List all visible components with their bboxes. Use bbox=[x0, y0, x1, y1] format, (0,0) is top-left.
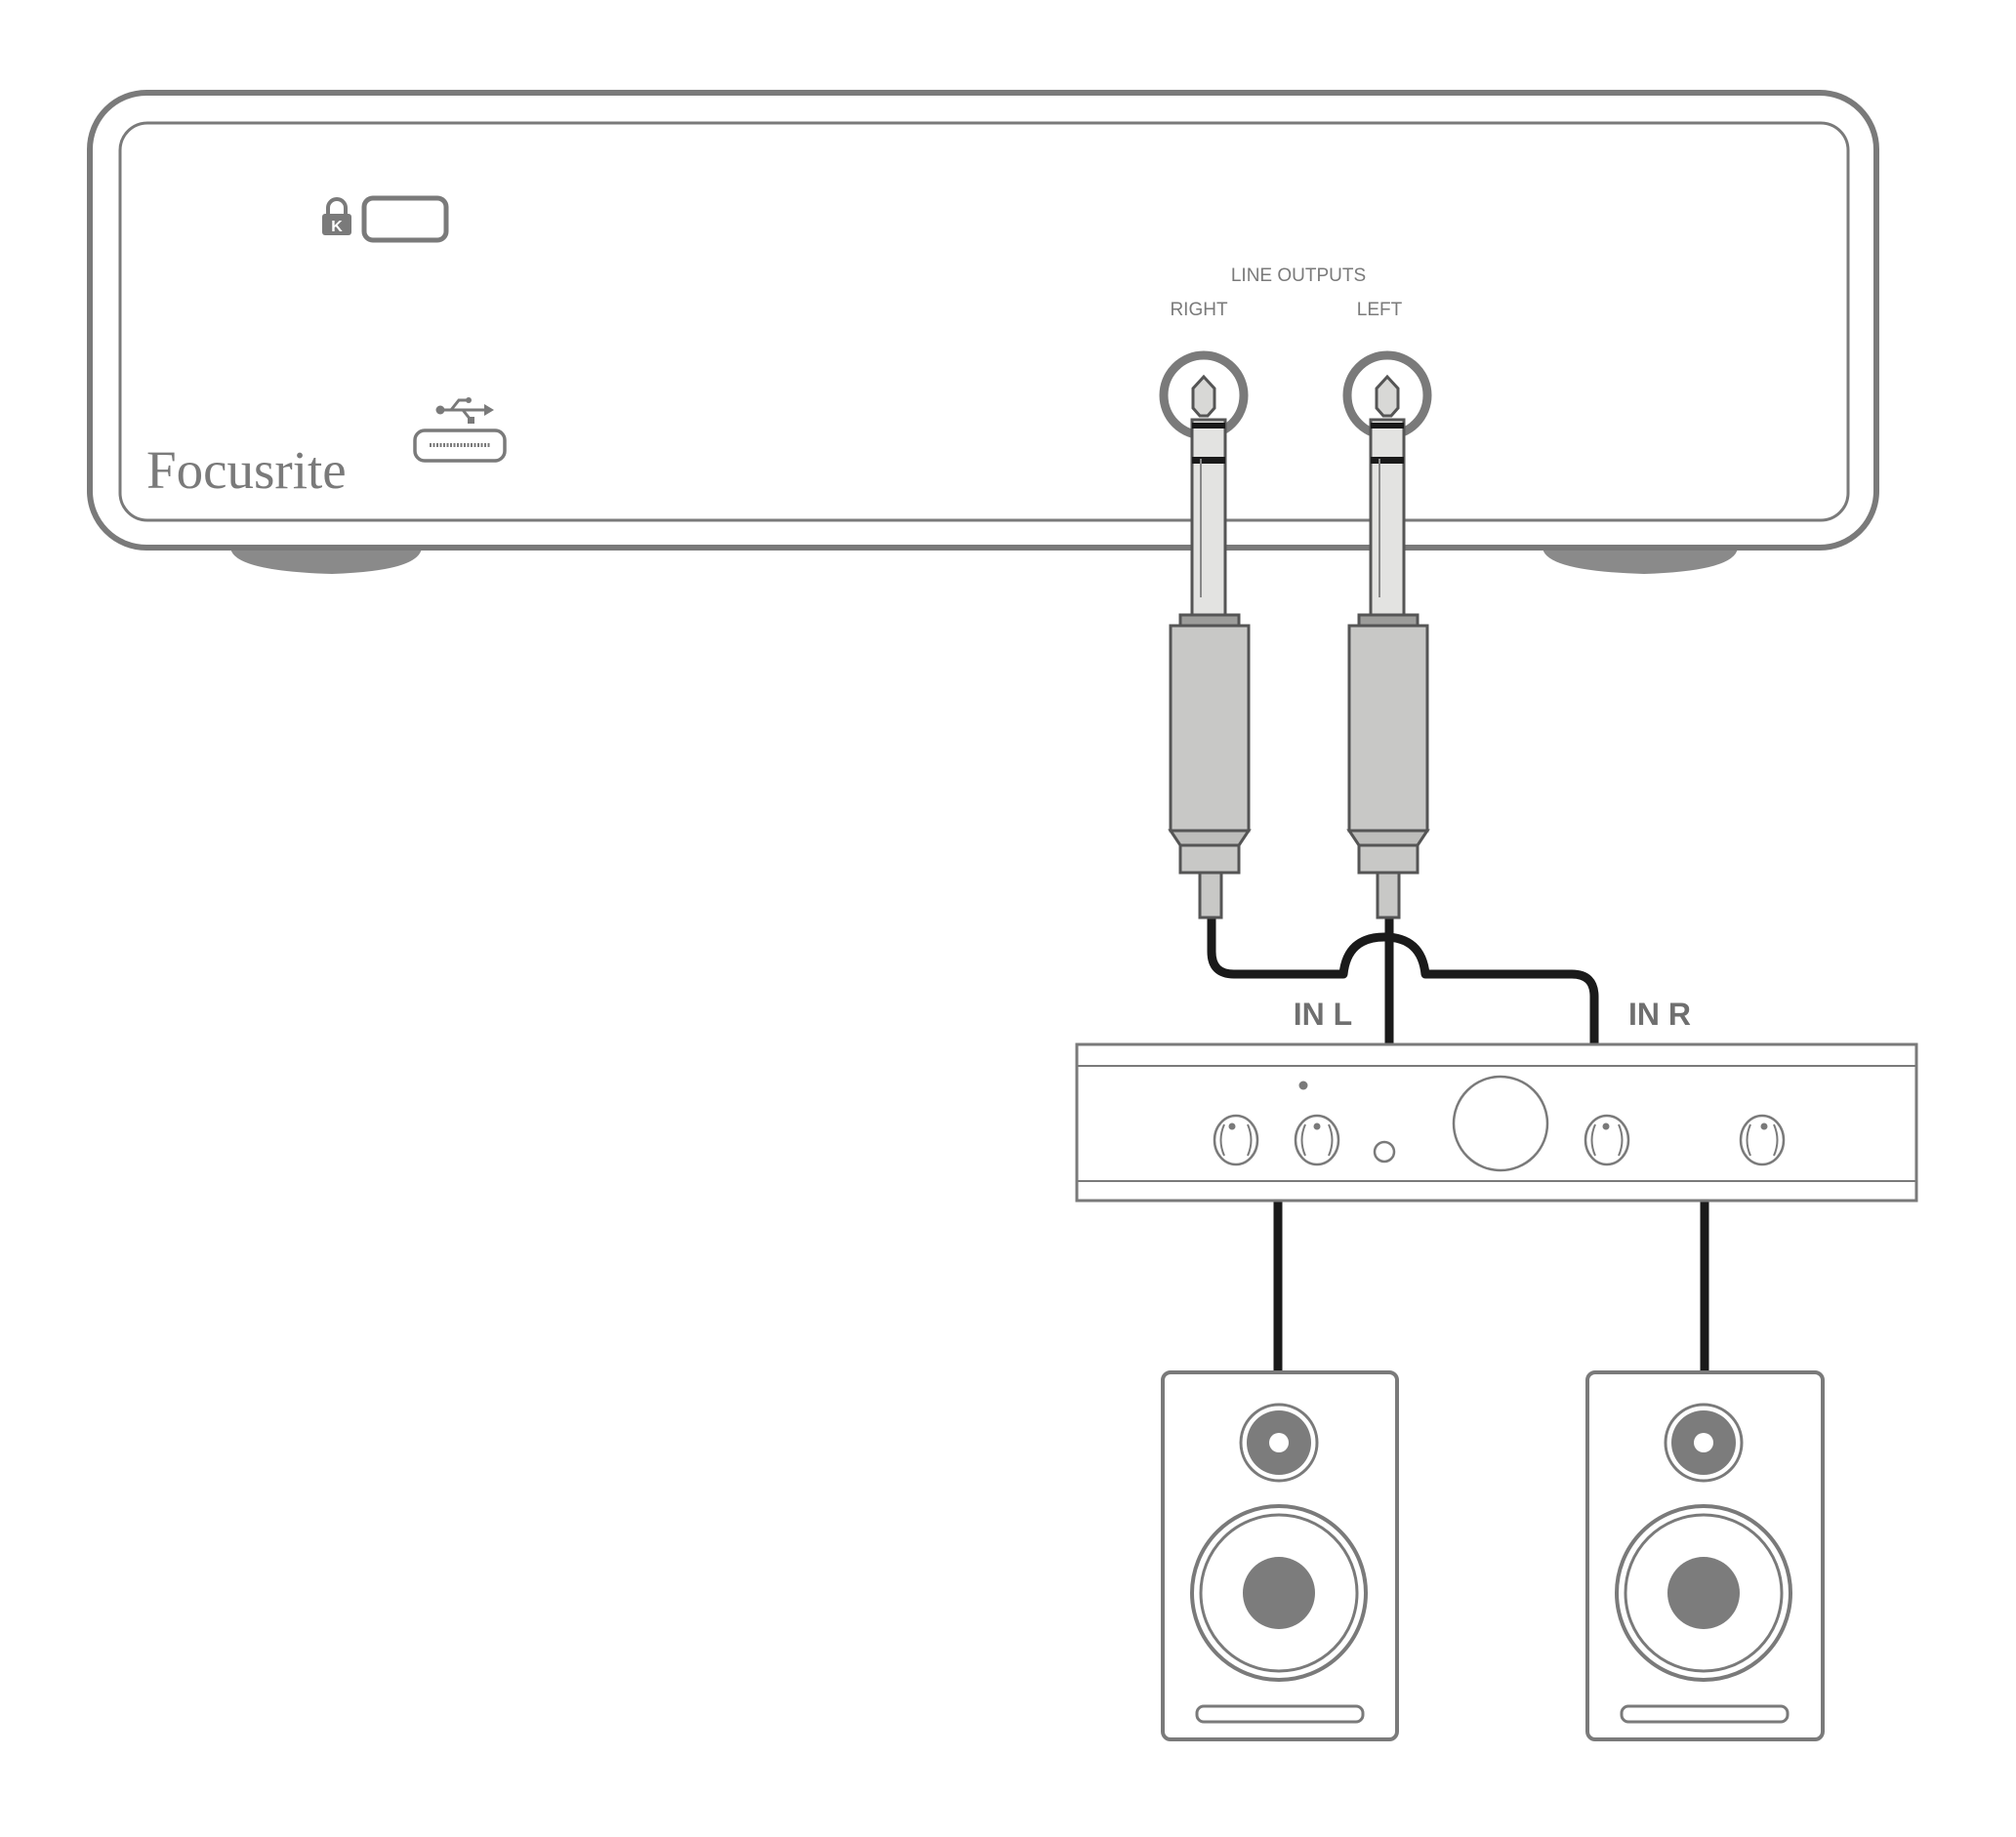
speaker-left bbox=[1161, 1370, 1399, 1741]
amp-knob-2 bbox=[1294, 1114, 1340, 1166]
svg-text:K: K bbox=[331, 219, 343, 235]
interface-foot-right bbox=[1543, 547, 1738, 574]
lock-k-icon: K bbox=[322, 197, 351, 235]
jack-plug-left bbox=[1346, 374, 1430, 919]
right-output-label: RIGHT bbox=[1170, 300, 1228, 320]
amp-knob-4 bbox=[1739, 1114, 1786, 1166]
kensington-slot bbox=[361, 195, 449, 243]
line-outputs-label: LINE OUTPUTS bbox=[1231, 265, 1366, 286]
brand-logo: Focusrite bbox=[146, 440, 347, 500]
speaker-right bbox=[1585, 1370, 1825, 1741]
headphone-jack bbox=[1373, 1140, 1396, 1163]
in-r-label: IN R bbox=[1628, 997, 1691, 1032]
power-indicator bbox=[1298, 1081, 1308, 1090]
usb-c-icon bbox=[435, 397, 494, 424]
cable-right-to-in-r bbox=[1207, 913, 1599, 1049]
cables bbox=[1207, 913, 1709, 1375]
amp-knob-1 bbox=[1213, 1114, 1259, 1166]
interface-foot-left bbox=[230, 547, 422, 574]
interface-rear-panel bbox=[118, 121, 1850, 522]
volume-knob bbox=[1452, 1075, 1549, 1172]
audio-interface: K Focusrite LINE OUTPUTS RIGHT LEFT bbox=[87, 90, 1879, 574]
in-l-label: IN L bbox=[1294, 997, 1352, 1032]
jack-plug-right bbox=[1168, 374, 1252, 919]
left-output-label: LEFT bbox=[1357, 300, 1403, 320]
usb-c-port bbox=[413, 429, 507, 463]
amplifier: IN L IN R bbox=[1075, 997, 1918, 1203]
amp-knob-3 bbox=[1584, 1114, 1630, 1166]
